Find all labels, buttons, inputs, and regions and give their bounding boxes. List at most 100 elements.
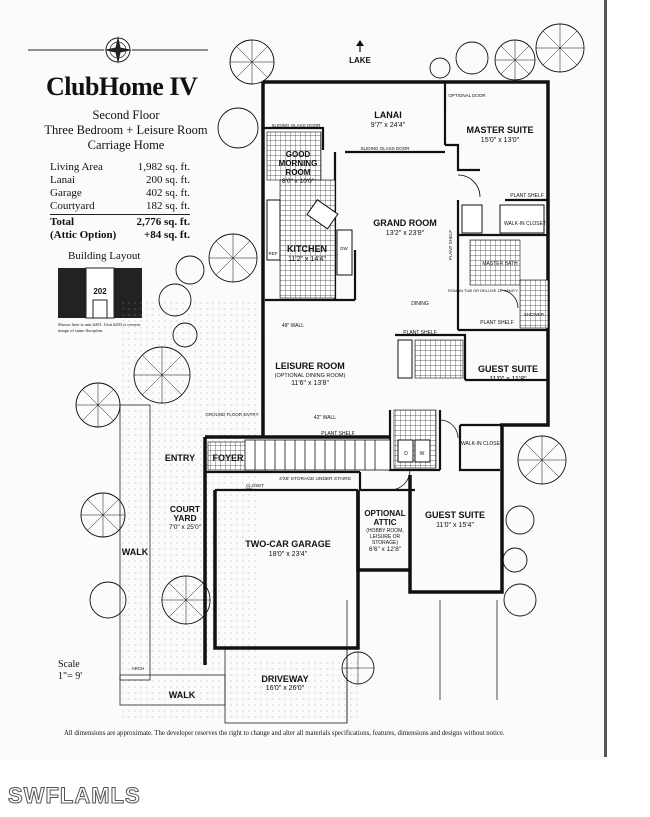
- tile-floor: [414, 339, 464, 379]
- room-label-good-morning: ROOM: [286, 168, 311, 177]
- room-label-foyer: FOYER: [212, 453, 244, 463]
- scale-label: Scale: [58, 659, 80, 670]
- divider: [50, 214, 190, 215]
- door-swings: [389, 90, 519, 491]
- total-value: 2,776 sq. ft.: [136, 216, 190, 228]
- tile-floor: [519, 279, 549, 329]
- room-label-entry: ENTRY: [165, 453, 195, 463]
- room-label-grand-room: GRAND ROOM: [373, 218, 437, 228]
- stat-label: Lanai: [50, 174, 76, 186]
- note-sliding-door: SLIDING GLASS DOOR: [360, 146, 410, 151]
- total-value: +84 sq. ft.: [144, 229, 190, 241]
- note-wall: 48" WALL: [282, 323, 304, 329]
- scale-value: 1"= 9': [58, 671, 83, 682]
- note-plant-shelf: PLANT SHELF: [510, 193, 544, 199]
- room-dim-attic: 6'6" x 12'8": [369, 546, 402, 553]
- room-label-attic: OPTIONAL: [364, 509, 405, 518]
- watermark: SWFLAMLS: [8, 783, 141, 809]
- room-label-courtyard: YARD: [173, 513, 196, 523]
- total-label: Total: [50, 216, 75, 228]
- note-plant-shelf: PLANT SHELF: [403, 330, 437, 336]
- room-dim-master-suite: 15'0" x 13'0": [481, 137, 520, 144]
- building-layout-title: Building Layout: [68, 250, 141, 262]
- stat-row: Courtyard 182 sq. ft.: [50, 200, 190, 213]
- total-row: (Attic Option) +84 sq. ft.: [50, 229, 190, 242]
- compass-rose-icon: [28, 36, 208, 64]
- stat-row: Garage 402 sq. ft.: [50, 187, 190, 200]
- room-label-good-morning: GOOD: [286, 150, 311, 159]
- note-master-bath: MASTER BATH: [482, 261, 518, 267]
- total-row: Total 2,776 sq. ft.: [50, 216, 190, 229]
- note-plant-shelf: PLANT SHELF: [480, 320, 514, 326]
- exterior-walls: [203, 80, 550, 665]
- room-label-master-suite: MASTER SUITE: [466, 125, 533, 135]
- walk-label: WALK: [122, 547, 149, 557]
- area-stats: Living Area 1,982 sq. ft. Lanai 200 sq. ft…: [50, 161, 190, 242]
- building-layout-note: Shown here is unit #201. Unit #203 is re…: [58, 322, 141, 333]
- disclaimer: All dimensions are approximate. The deve…: [64, 730, 505, 737]
- room-label-driveway: DRIVEWAY: [261, 674, 308, 684]
- room-dim-lanai: 9'7" x 24'4": [371, 122, 406, 129]
- room-label-lanai: LANAI: [374, 110, 402, 120]
- total-label: (Attic Option): [50, 229, 117, 241]
- tile-floor: [279, 179, 336, 299]
- ground-texture: [120, 660, 360, 720]
- kitchen-counters: [266, 199, 545, 463]
- note-closet: CLOSET: [246, 483, 264, 488]
- stat-row: Lanai 200 sq. ft.: [50, 174, 190, 187]
- subtitle-line: Three Bedroom + Leisure Room: [44, 123, 208, 137]
- subtitle-line: Carriage Home: [87, 138, 165, 152]
- note-dining: DINING: [411, 301, 429, 307]
- note-washer: W: [420, 451, 425, 457]
- note-shower: SHOWER: [524, 312, 545, 317]
- room-sub-attic: STORAGE): [372, 540, 398, 546]
- room-label-leisure-room: LEISURE ROOM: [275, 361, 345, 371]
- note-ground-floor-entry: GROUND FLOOR ENTRY: [205, 412, 258, 417]
- room-sub-leisure-room: (OPTIONAL DINING ROOM): [275, 373, 346, 379]
- note-wall: 42" WALL: [314, 415, 336, 421]
- note-storage: 4'X8' STORAGE UNDER STAIRS: [279, 476, 351, 482]
- stat-label: Living Area: [50, 161, 103, 173]
- note-refrigerator: REF: [269, 251, 278, 256]
- room-label-attic: ATTIC: [374, 518, 397, 527]
- building-unit-number: 202: [93, 287, 107, 296]
- tree-spokes: [76, 24, 584, 684]
- ground-texture: [120, 300, 260, 660]
- room-dim-guest-suite: 11'0" x 11'8": [489, 376, 527, 383]
- note-water-heater: WH: [245, 486, 252, 491]
- plan-title: ClubHome IV: [46, 72, 198, 101]
- stairs: [244, 439, 391, 471]
- note-sliding-door: SLIDING GLASS DOOR: [271, 123, 321, 128]
- stat-label: Courtyard: [50, 200, 95, 212]
- room-dim-grand-room: 13'2" x 23'8": [386, 230, 425, 237]
- note-walk-in-closet: WALK-IN CLOSET: [504, 221, 546, 227]
- stat-row: Living Area 1,982 sq. ft.: [50, 161, 190, 174]
- note-arch: ARCH: [132, 666, 145, 671]
- room-label-courtyard: COURT: [170, 504, 201, 514]
- stat-value: 182 sq. ft.: [146, 200, 190, 212]
- room-dim-driveway: 16'0" x 26'0": [266, 685, 305, 692]
- sheet-edge: [604, 0, 607, 757]
- note-dryer: D: [404, 451, 408, 457]
- note-walk-in-closet: WALK-IN CLOSET: [461, 441, 503, 447]
- stat-label: Garage: [50, 187, 82, 199]
- room-sub-attic: (HOBBY ROOM,: [366, 528, 403, 534]
- room-dim-good-morning: 8'0" x 10'0": [282, 178, 315, 185]
- room-label-kitchen: KITCHEN: [287, 244, 327, 254]
- note-optional-door: OPTIONAL DOOR: [448, 93, 486, 98]
- note-plant-shelf: PLANT SHELF: [321, 431, 355, 437]
- room-dim-leisure-room: 11'6" x 13'8": [291, 380, 329, 387]
- stat-value: 1,982 sq. ft.: [137, 161, 190, 173]
- scale-legend: Scale 1"= 9': [58, 659, 82, 683]
- note-roman-tub: ROMAN TUB OR DELUXE 12' VANITY: [448, 288, 518, 293]
- stat-value: 402 sq. ft.: [146, 187, 190, 199]
- subtitle-line: Second Floor: [92, 108, 160, 122]
- room-label-guest-suite: GUEST SUITE: [425, 510, 485, 520]
- room-label-guest-suite: GUEST SUITE: [478, 364, 538, 374]
- room-dim-garage: 18'0" x 23'4": [269, 551, 308, 558]
- stat-value: 200 sq. ft.: [146, 174, 190, 186]
- north-arrow-icon: [356, 40, 364, 52]
- room-label-garage: TWO-CAR GARAGE: [245, 539, 331, 549]
- walk-label: WALK: [169, 690, 196, 700]
